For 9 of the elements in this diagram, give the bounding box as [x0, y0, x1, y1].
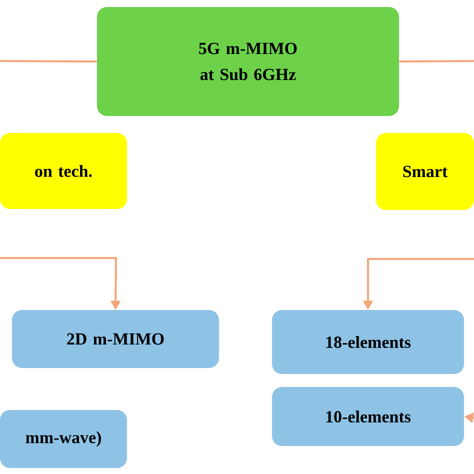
root-box: 5G m-MIMO at Sub 6GHz: [97, 7, 399, 116]
connector-line: [399, 60, 474, 62]
item-box: mm-wave): [0, 410, 127, 468]
connector-line: [0, 60, 97, 62]
item-box: 10-elements: [272, 387, 464, 446]
item-box: 2D m-MIMO: [12, 310, 219, 368]
item-box: 18-elements: [272, 310, 464, 374]
category-box: on tech.: [0, 133, 127, 209]
category-box: Smart: [376, 133, 474, 210]
